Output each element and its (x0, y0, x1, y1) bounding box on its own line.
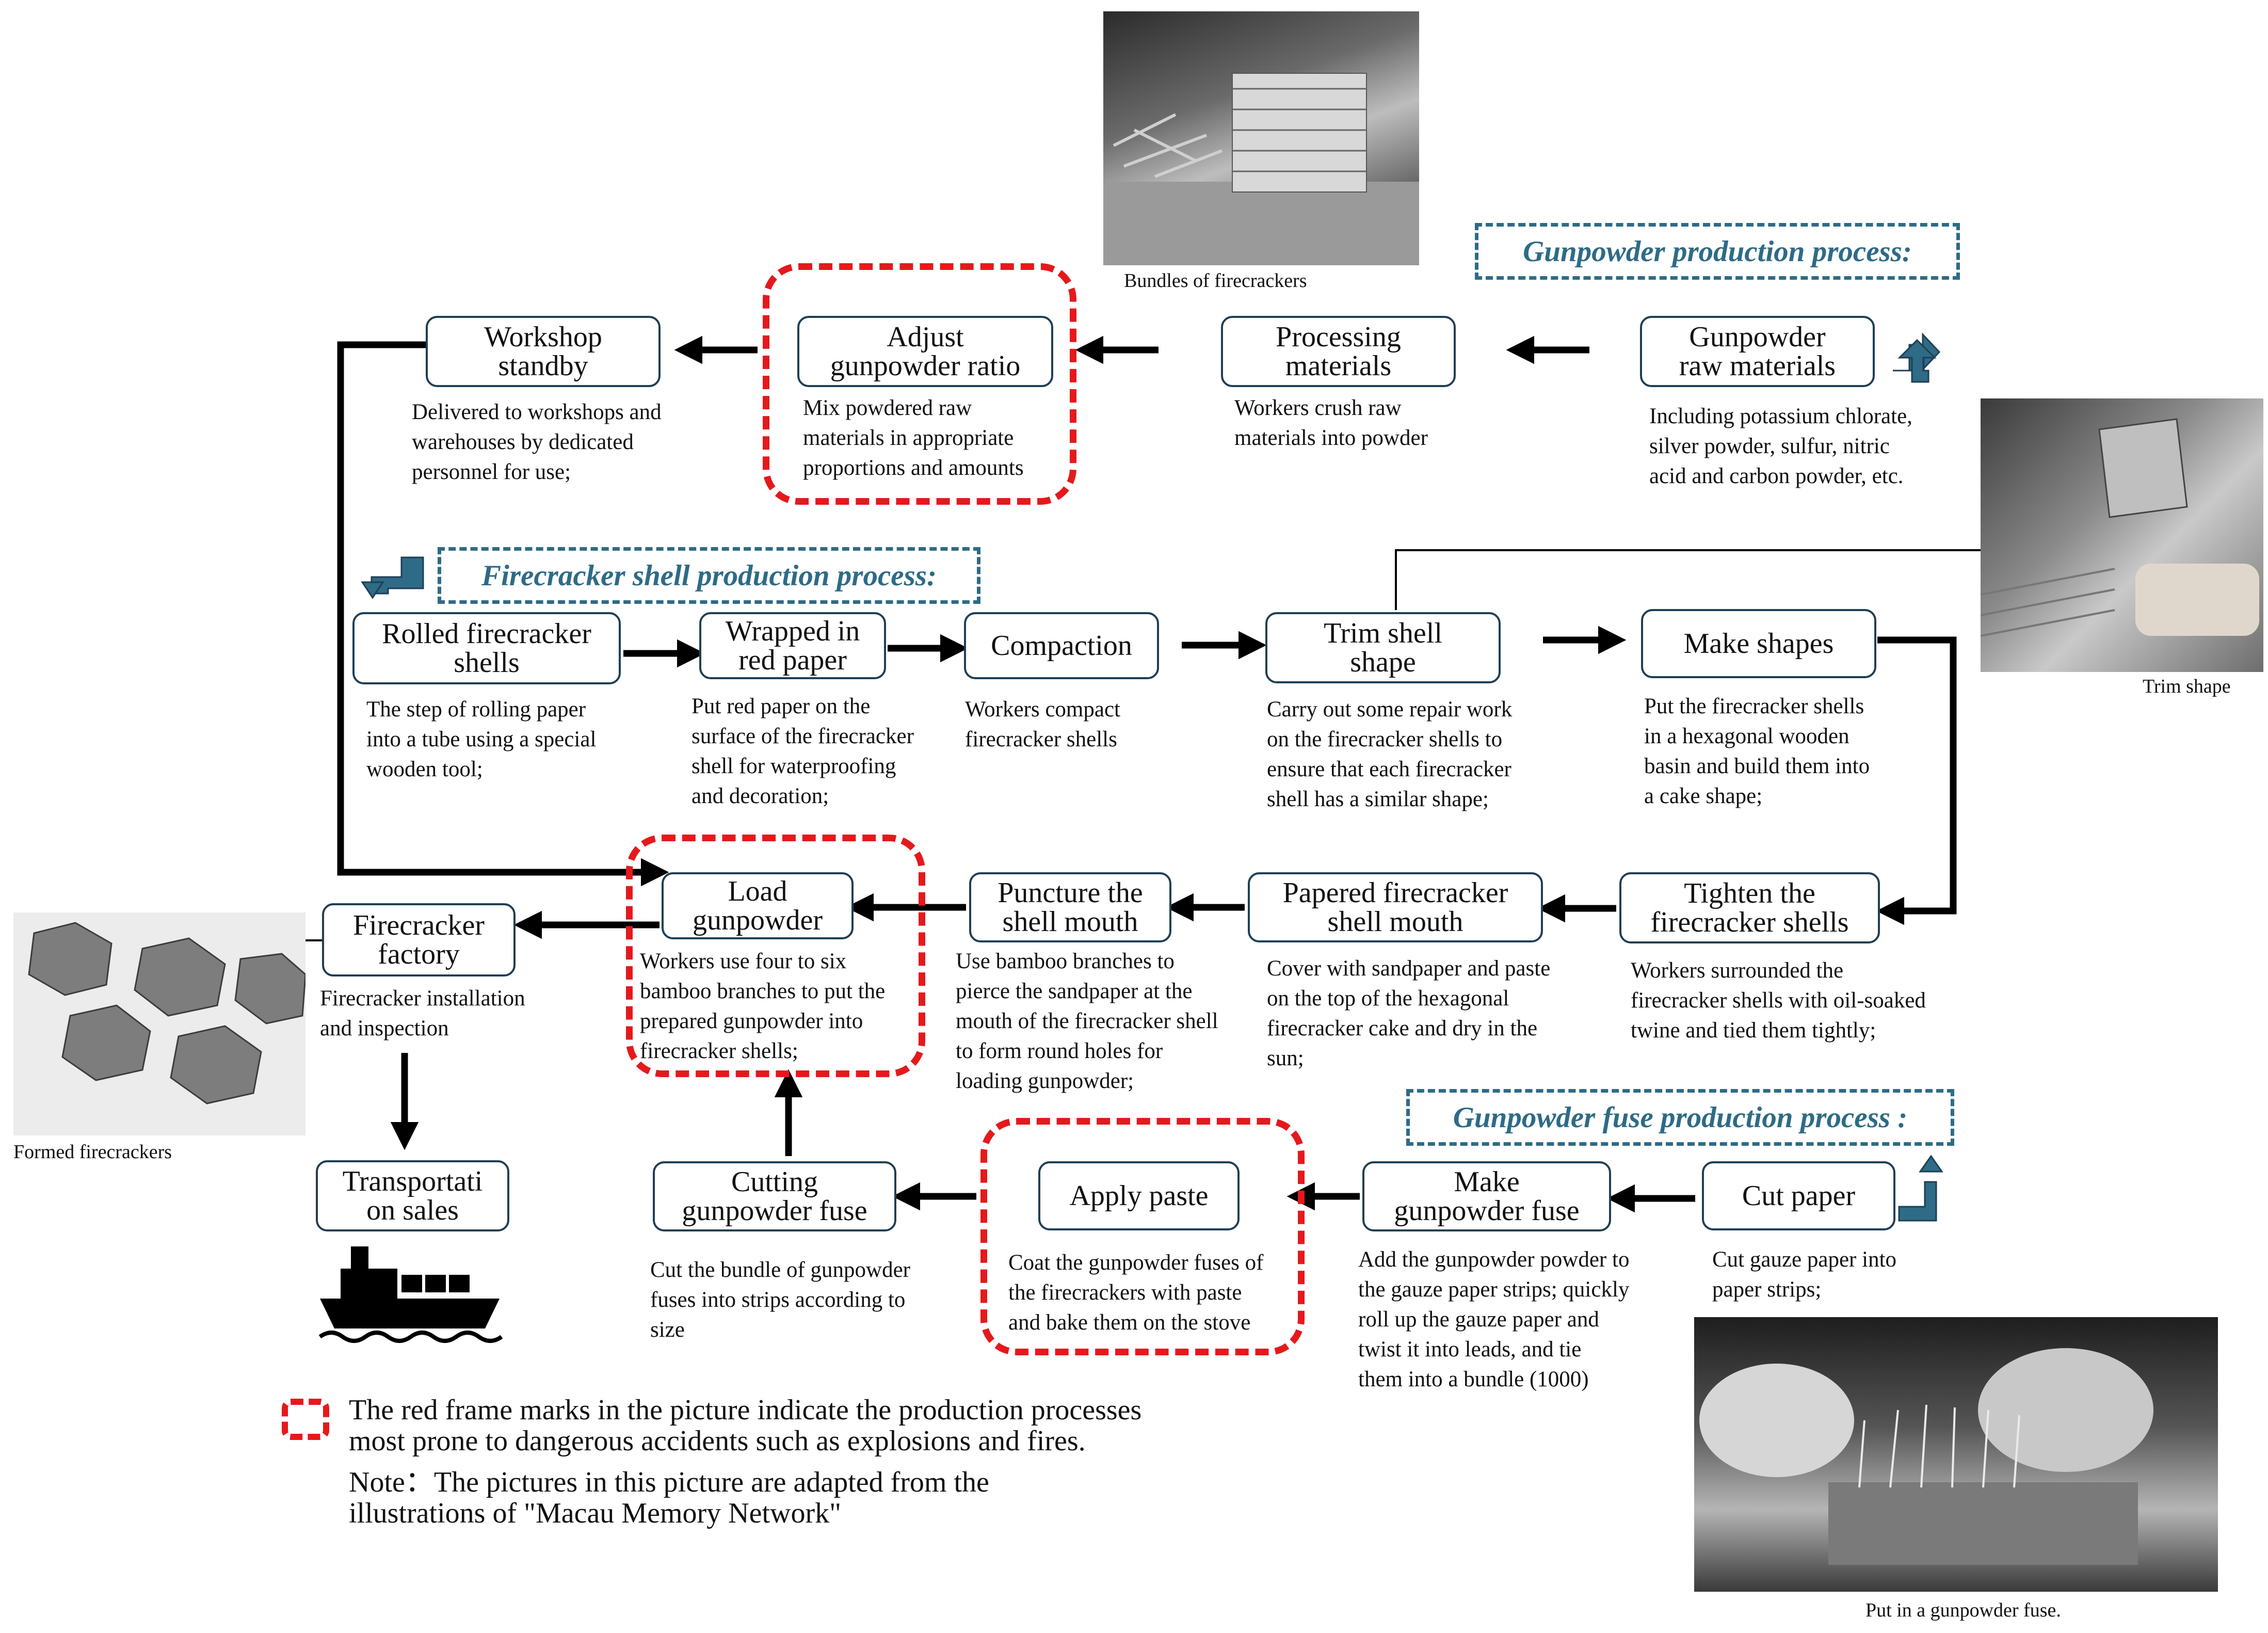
formed-photo-illustration (28, 922, 305, 1104)
node-gunpowder-raw-materials: Gunpowder raw materials (1640, 316, 1875, 387)
desc-make-gunpowder-fuse: Add the gunpowder powder to the gauze pa… (1358, 1247, 1630, 1392)
node-firecracker-factory: Firecracker factory (322, 903, 516, 976)
node-adjust-gunpowder-ratio: Adjust gunpowder ratio (797, 316, 1053, 387)
title-shell-process: Firecracker shell production process: (438, 547, 980, 604)
title-fuse-process: Gunpowder fuse production process : (1406, 1089, 1954, 1146)
bundles-photo-illustration (1103, 73, 1419, 265)
desc-cut-paper: Cut gauze paper into paper strips; (1712, 1247, 1897, 1302)
node-processing-materials: Processing materials (1221, 316, 1456, 387)
legend-danger-swatch (282, 1399, 329, 1440)
node-transportation-sales: Transportati on sales (316, 1160, 509, 1231)
photo-gunpowder-fuse (1694, 1317, 2218, 1592)
desc-wrapped-in-red-paper: Put red paper on the surface of the fire… (691, 694, 914, 809)
turn-arrow-icon (361, 556, 424, 599)
trim-photo-illustration (1981, 418, 2259, 637)
leader-trim-photo (1395, 549, 1981, 610)
node-load-gunpowder: Load gunpowder (662, 872, 854, 939)
node-trim-shell-shape: Trim shell shape (1265, 612, 1501, 683)
node-compaction: Compaction (964, 612, 1159, 679)
danger-frame-load (626, 835, 925, 1077)
title-gunpowder-process: Gunpowder production process: (1475, 223, 1960, 280)
danger-frame-adjust (763, 263, 1076, 505)
turn-arrow-icon (1893, 332, 1941, 383)
fuse-photo-illustration (1699, 1348, 2153, 1565)
node-make-gunpowder-fuse: Make gunpowder fuse (1362, 1161, 1611, 1231)
desc-apply-paste: Coat the gunpowder fuses of the firecrac… (1008, 1251, 1264, 1335)
desc-tighten-shells: Workers surrounded the firecracker shell… (1631, 958, 1926, 1043)
desc-compaction: Workers compact firecracker shells (965, 697, 1120, 752)
node-wrapped-in-red-paper: Wrapped in red paper (699, 612, 886, 679)
node-make-shapes: Make shapes (1641, 609, 1876, 678)
connector-workshop-to-load (337, 341, 669, 887)
desc-adjust-gunpowder-ratio: Mix powdered raw materials in appropriat… (803, 396, 1024, 481)
desc-load-gunpowder: Workers use four to six bamboo branches … (640, 949, 886, 1064)
node-rolled-firecracker-shells: Rolled firecracker shells (352, 612, 621, 684)
ship-icon (318, 1246, 503, 1343)
legend-note-text: Note：The pictures in this picture are ad… (349, 1466, 989, 1530)
desc-processing-materials: Workers crush raw materials into powder (1234, 396, 1428, 451)
turn-arrow-icon (1898, 1155, 1943, 1222)
photo-bundles-of-firecrackers (1103, 11, 1419, 265)
desc-firecracker-factory: Firecracker installation and inspection (320, 986, 525, 1041)
desc-trim-shell-shape: Carry out some repair work on the firecr… (1267, 697, 1513, 812)
node-apply-paste: Apply paste (1038, 1161, 1240, 1230)
node-cut-paper: Cut paper (1702, 1161, 1895, 1230)
node-workshop-standby: Workshop standby (426, 316, 661, 387)
desc-gunpowder-raw-materials: Including potassium chlorate, silver pow… (1649, 404, 1912, 489)
caption-formed: Formed firecrackers (13, 1141, 172, 1163)
connector-shapes-to-tighten (1876, 636, 1957, 925)
node-papered-shell-mouth: Papered firecracker shell mouth (1248, 872, 1543, 942)
node-puncture-shell-mouth: Puncture the shell mouth (969, 872, 1171, 942)
caption-bundles: Bundles of firecrackers (1124, 270, 1307, 292)
photo-trim-shape (1981, 398, 2263, 672)
desc-cutting-gunpowder-fuse: Cut the bundle of gunpowder fuses into s… (650, 1258, 910, 1342)
node-tighten-shells: Tighten the firecracker shells (1619, 872, 1880, 943)
caption-trim-shape: Trim shape (2143, 676, 2231, 697)
node-cutting-gunpowder-fuse: Cutting gunpowder fuse (653, 1161, 896, 1231)
photo-formed-firecrackers (13, 912, 305, 1135)
desc-rolled-firecracker-shells: The step of rolling paper into a tube us… (366, 697, 597, 782)
legend-danger-text: The red frame marks in the picture indic… (349, 1394, 1142, 1458)
desc-puncture-shell-mouth: Use bamboo branches to pierce the sandpa… (956, 949, 1218, 1094)
desc-make-shapes: Put the firecracker shells in a hexagona… (1644, 694, 1870, 809)
danger-frame-paste (980, 1118, 1305, 1355)
desc-workshop-standby: Delivered to workshops and warehouses by… (412, 400, 662, 485)
desc-papered-shell-mouth: Cover with sandpaper and paste on the to… (1267, 956, 1551, 1071)
caption-fuse-photo: Put in a gunpowder fuse. (1865, 1599, 2061, 1621)
